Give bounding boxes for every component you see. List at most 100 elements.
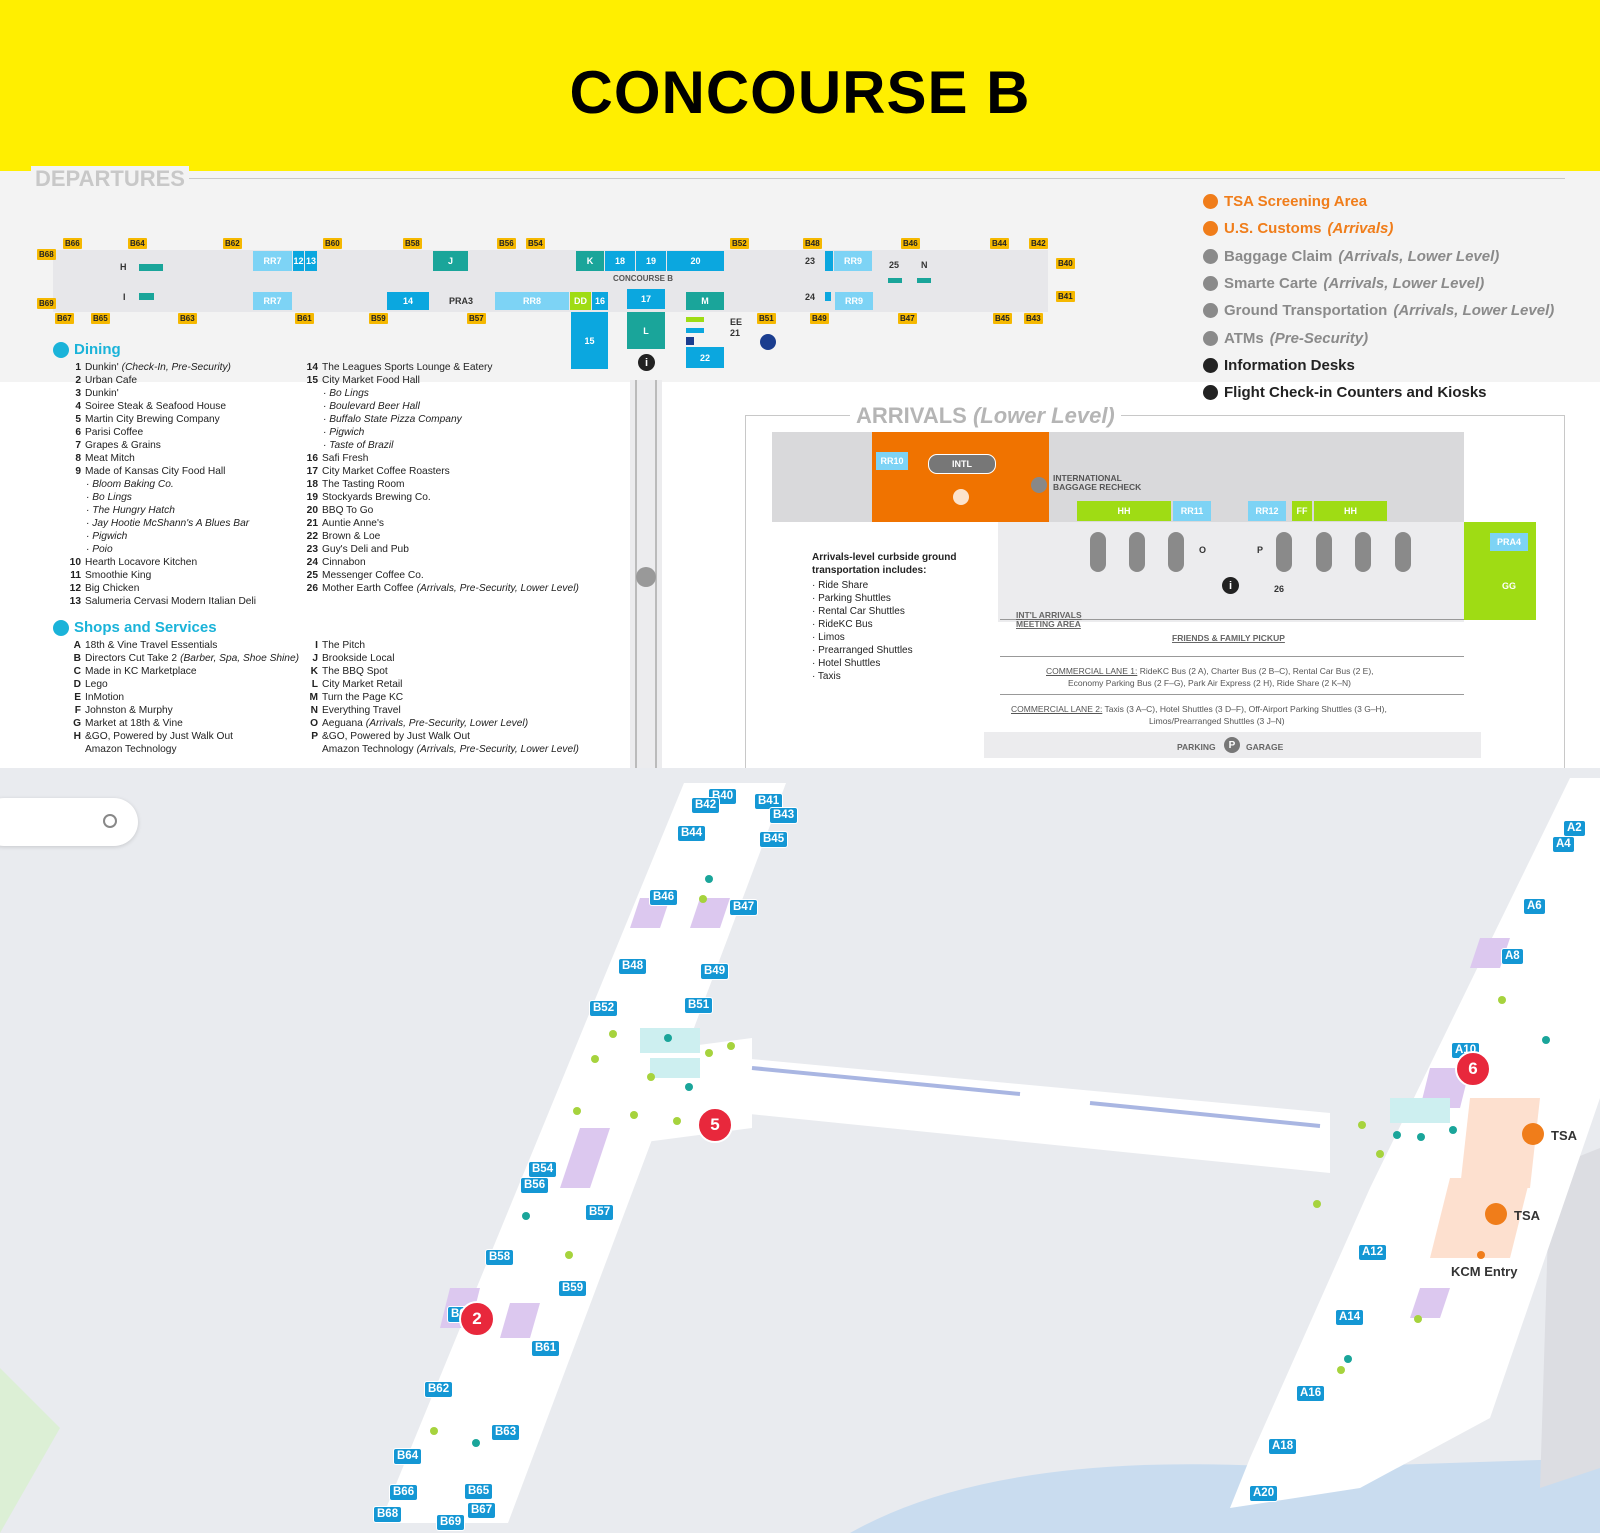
map-poi-dot[interactable] — [1449, 1126, 1457, 1134]
map-gate-b49[interactable]: B49 — [700, 963, 730, 980]
map-gate-a12[interactable]: A12 — [1358, 1244, 1388, 1261]
map-poi-dot[interactable] — [1344, 1355, 1352, 1363]
map-poi-dot[interactable] — [1376, 1150, 1384, 1158]
map-gate-b57[interactable]: B57 — [585, 1204, 615, 1221]
tsa-icon[interactable] — [1485, 1203, 1507, 1225]
map-gate-a14[interactable]: A14 — [1335, 1309, 1365, 1326]
shop-m[interactable]: M — [686, 292, 724, 310]
search-input[interactable] — [10, 810, 84, 827]
gate-tag-b51[interactable]: B51 — [757, 313, 776, 324]
map-gate-b61[interactable]: B61 — [531, 1340, 561, 1357]
map-poi-dot[interactable] — [699, 895, 707, 903]
restroom-rr11[interactable]: RR11 — [1173, 501, 1211, 521]
map-gate-b56[interactable]: B56 — [520, 1177, 550, 1194]
gate-tag-b62[interactable]: B62 — [223, 238, 242, 249]
map-gate-b63[interactable]: B63 — [491, 1424, 521, 1441]
dining-23-block[interactable] — [825, 251, 833, 271]
gate-tag-b52[interactable]: B52 — [730, 238, 749, 249]
gate-tag-b40[interactable]: B40 — [1056, 258, 1075, 269]
map-gate-a2[interactable]: A2 — [1563, 820, 1586, 837]
map-gate-a20[interactable]: A20 — [1249, 1485, 1279, 1502]
dining-20[interactable]: 20 — [667, 251, 724, 271]
gate-tag-b66[interactable]: B66 — [63, 238, 82, 249]
shop-dd[interactable]: DD — [570, 292, 591, 310]
shop-ff[interactable]: FF — [1292, 501, 1312, 521]
map-gate-b65[interactable]: B65 — [464, 1483, 494, 1500]
map-poi-dot[interactable] — [565, 1251, 573, 1259]
map-poi-dot[interactable] — [472, 1439, 480, 1447]
map-poi-dot[interactable] — [705, 875, 713, 883]
map-gate-b44[interactable]: B44 — [677, 825, 707, 842]
gate-tag-b59[interactable]: B59 — [369, 313, 388, 324]
restroom-rr7-bottom[interactable]: RR7 — [253, 292, 292, 310]
gate-tag-b63[interactable]: B63 — [178, 313, 197, 324]
gate-tag-b49[interactable]: B49 — [810, 313, 829, 324]
gate-tag-b45[interactable]: B45 — [993, 313, 1012, 324]
dining-15[interactable]: 15 — [571, 312, 608, 369]
map-gate-a6[interactable]: A6 — [1523, 898, 1546, 915]
map-gate-a4[interactable]: A4 — [1552, 836, 1575, 853]
gate-tag-b44[interactable]: B44 — [990, 238, 1009, 249]
dining-17[interactable]: 17 — [627, 289, 665, 309]
map-poi-dot[interactable] — [609, 1030, 617, 1038]
shop-i-block[interactable] — [139, 293, 154, 300]
gate-tag-b61[interactable]: B61 — [295, 313, 314, 324]
map-pin-2[interactable]: 2 — [459, 1301, 495, 1337]
restroom-pra4[interactable]: PRA4 — [1490, 533, 1528, 551]
gate-tag-b42[interactable]: B42 — [1029, 238, 1048, 249]
dining-25-block[interactable] — [888, 278, 902, 283]
map-gate-b45[interactable]: B45 — [759, 831, 789, 848]
checkin-icon[interactable] — [760, 334, 776, 350]
tsa-icon[interactable] — [1522, 1123, 1544, 1145]
map-gate-b48[interactable]: B48 — [618, 958, 648, 975]
shop-l[interactable]: L — [627, 312, 665, 349]
map-pin-6[interactable]: 6 — [1455, 1051, 1491, 1087]
map-gate-b64[interactable]: B64 — [393, 1448, 423, 1465]
map-pin-5[interactable]: 5 — [697, 1107, 733, 1143]
map-poi-dot[interactable] — [1337, 1366, 1345, 1374]
atm-block[interactable] — [686, 337, 694, 345]
map-poi-dot[interactable] — [1414, 1315, 1422, 1323]
search-box[interactable] — [0, 798, 138, 846]
map-poi-dot[interactable] — [673, 1117, 681, 1125]
gate-tag-b41[interactable]: B41 — [1056, 291, 1075, 302]
shop-gg[interactable]: GG — [1501, 581, 1516, 591]
restroom-rr7-top[interactable]: RR7 — [253, 251, 292, 271]
map-gate-b43[interactable]: B43 — [769, 807, 799, 824]
map-poi-dot[interactable] — [1358, 1121, 1366, 1129]
map-gate-b42[interactable]: B42 — [691, 797, 721, 814]
shop-ee-block[interactable] — [686, 317, 704, 322]
info-icon[interactable]: i — [638, 354, 655, 371]
map-poi-dot[interactable] — [522, 1212, 530, 1220]
map-gate-b58[interactable]: B58 — [485, 1249, 515, 1266]
map-poi-dot[interactable] — [1542, 1036, 1550, 1044]
gate-tag-b57[interactable]: B57 — [467, 313, 486, 324]
shop-k[interactable]: K — [576, 251, 604, 271]
dining-21-block[interactable] — [686, 328, 704, 333]
map-gate-a8[interactable]: A8 — [1501, 948, 1524, 965]
map-gate-b69[interactable]: B69 — [436, 1514, 466, 1531]
map-gate-b68[interactable]: B68 — [373, 1506, 403, 1523]
gate-tag-b47[interactable]: B47 — [898, 313, 917, 324]
map-gate-b59[interactable]: B59 — [558, 1280, 588, 1297]
dining-13[interactable]: 13 — [305, 251, 317, 271]
shop-h-block[interactable] — [139, 264, 163, 271]
map-gate-b46[interactable]: B46 — [649, 889, 679, 906]
map-poi-dot[interactable] — [664, 1034, 672, 1042]
restroom-rr9-top[interactable]: RR9 — [834, 251, 872, 271]
map-poi-dot[interactable] — [685, 1083, 693, 1091]
dining-24-block[interactable] — [825, 292, 831, 301]
map-poi-dot[interactable] — [573, 1107, 581, 1115]
dining-16[interactable]: 16 — [592, 292, 608, 310]
shop-hh-left[interactable]: HH — [1077, 501, 1171, 521]
gate-tag-b67[interactable]: B67 — [55, 313, 74, 324]
dining-18[interactable]: 18 — [605, 251, 635, 271]
dining-22[interactable]: 22 — [686, 347, 724, 368]
map-poi-dot[interactable] — [1393, 1131, 1401, 1139]
restroom-rr9-bottom[interactable]: RR9 — [835, 292, 873, 310]
shop-j[interactable]: J — [433, 251, 468, 271]
restroom-rr12[interactable]: RR12 — [1248, 501, 1286, 521]
map-gate-b66[interactable]: B66 — [389, 1484, 419, 1501]
gate-tag-b64[interactable]: B64 — [128, 238, 147, 249]
